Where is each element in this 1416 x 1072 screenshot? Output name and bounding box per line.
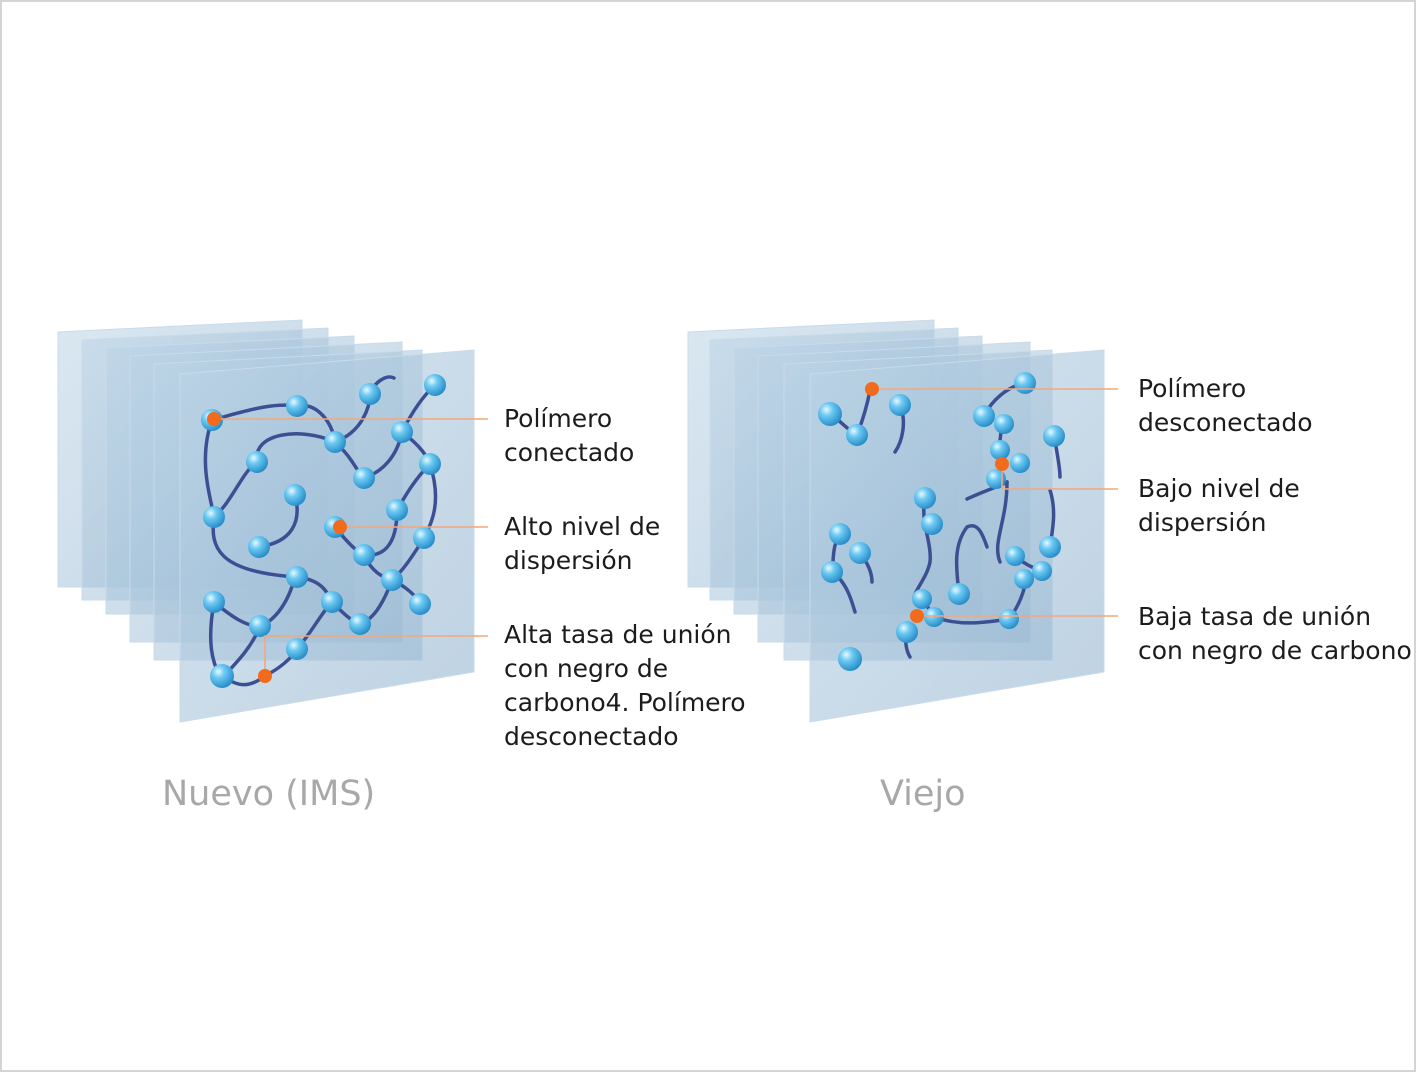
particle: [896, 621, 918, 643]
particle: [1043, 425, 1065, 447]
callout-low-carbon-binding: Baja tasa de unión con negro de carbono: [1138, 602, 1412, 665]
marker-dot: [995, 457, 1009, 471]
new-particles: [201, 374, 446, 688]
particle: [1032, 561, 1052, 581]
particle: [986, 469, 1006, 489]
marker-dot: [865, 382, 879, 396]
old-particles: [818, 372, 1065, 671]
particle: [353, 544, 375, 566]
caption-new: Nuevo (IMS): [162, 774, 376, 814]
particle: [889, 394, 911, 416]
particle: [999, 609, 1019, 629]
particle: [249, 615, 271, 637]
particle: [419, 453, 441, 475]
callout-high-dispersion: Alto nivel de dispersión: [504, 512, 661, 575]
particle: [424, 374, 446, 396]
marker-dot: [333, 520, 347, 534]
particle: [849, 542, 871, 564]
particle: [921, 513, 943, 535]
particle: [818, 402, 842, 426]
particle: [349, 613, 371, 635]
particle: [286, 638, 308, 660]
particle: [391, 421, 413, 443]
marker-dot: [910, 609, 924, 623]
particle: [1014, 569, 1034, 589]
particle: [386, 499, 408, 521]
particle: [286, 566, 308, 588]
particle: [914, 487, 936, 509]
particle: [912, 589, 932, 609]
caption-old: Viejo: [880, 774, 966, 814]
particle: [324, 431, 346, 453]
leader-line: [1001, 464, 1118, 490]
particle: [409, 593, 431, 615]
particle: [924, 607, 944, 627]
particle: [838, 647, 862, 671]
old-markers: [865, 382, 1009, 623]
particle: [994, 414, 1014, 434]
particle: [246, 451, 268, 473]
callout-high-carbon-binding: Alta tasa de unión con negro de carbono4…: [504, 620, 746, 751]
particle: [248, 536, 270, 558]
particle: [284, 484, 306, 506]
callout-low-dispersion: Bajo nivel de dispersión: [1138, 474, 1300, 537]
callout-polymer-disconnected: Polímero desconectado: [1138, 374, 1313, 437]
particle: [286, 395, 308, 417]
particle: [353, 467, 375, 489]
particle: [1039, 536, 1061, 558]
marker-dot: [207, 412, 221, 426]
particle: [973, 405, 995, 427]
particle: [359, 383, 381, 405]
particle: [821, 561, 843, 583]
callout-polymer-connected: Polímero conectado: [504, 404, 635, 467]
new-markers: [207, 412, 347, 683]
new-material-stack: [57, 319, 475, 723]
particle: [1005, 546, 1025, 566]
particle: [203, 591, 225, 613]
old-material-stack: [687, 319, 1105, 723]
particle: [210, 664, 234, 688]
new-leader-lines: [214, 418, 488, 676]
particle: [203, 506, 225, 528]
old-leader-lines: [872, 388, 1118, 617]
particle: [948, 583, 970, 605]
particle: [413, 527, 435, 549]
marker-dot: [258, 669, 272, 683]
particle: [381, 569, 403, 591]
leader-line: [264, 635, 488, 676]
particle: [846, 424, 868, 446]
particle: [829, 523, 851, 545]
particle: [1010, 453, 1030, 473]
particle: [990, 440, 1010, 460]
particle: [1014, 372, 1036, 394]
particle: [321, 591, 343, 613]
